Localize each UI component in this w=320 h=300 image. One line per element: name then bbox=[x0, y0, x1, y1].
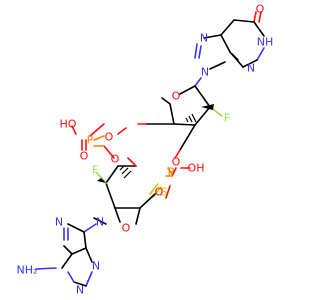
sulfur: S bbox=[161, 186, 168, 199]
nh-group: NH bbox=[257, 36, 274, 49]
phosphorus-1: P bbox=[87, 134, 94, 147]
stereo-bonds bbox=[97, 104, 214, 183]
p2-bridge-oxygen: O bbox=[155, 186, 164, 199]
molecule-structure: O NH N N N O F HO P O O O O P OH S O F O… bbox=[17, 3, 274, 297]
phosphate-1-bonds bbox=[71, 123, 127, 159]
pyrimidine-nitrogen-bottom-2: N bbox=[76, 284, 84, 297]
pyrimidine-nitrogen-top: N bbox=[247, 62, 255, 75]
fluorine-bottom: F bbox=[92, 164, 98, 177]
amino-group: NH₂ bbox=[17, 264, 38, 277]
bottom-sugar-bonds bbox=[93, 157, 156, 225]
imidazole-nitrogen-bottom: N bbox=[55, 216, 63, 229]
adenine-bonds bbox=[35, 223, 97, 287]
fluorine-top: F bbox=[224, 112, 230, 125]
p1-ring-oxygen: O bbox=[111, 153, 120, 166]
glycosidic-nitrogen-bottom: N bbox=[96, 216, 104, 229]
glycosidic-nitrogen-top: N bbox=[201, 66, 209, 79]
pyrimidine-nitrogen-bottom-1: N bbox=[92, 260, 100, 273]
hash-bond-bottom bbox=[119, 165, 132, 179]
ring-oxygen-bottom: O bbox=[122, 222, 131, 235]
p2-ester-oxygen: O bbox=[172, 156, 181, 169]
hypoxanthine-bonds bbox=[194, 11, 265, 70]
phosphorus-2: P bbox=[168, 166, 175, 179]
ring-oxygen-top: O bbox=[172, 90, 181, 103]
imidazole-nitrogen-top: N bbox=[200, 32, 208, 45]
hydroxyl-p2: OH bbox=[188, 162, 205, 175]
p1-double-oxygen: O bbox=[80, 150, 89, 163]
hash-bond-top bbox=[185, 113, 197, 123]
atom-labels: O NH N N N O F HO P O O O O P OH S O F O… bbox=[17, 3, 274, 297]
carbonyl-oxygen: O bbox=[256, 3, 265, 16]
p1-ester-oxygen: O bbox=[105, 131, 114, 144]
hydroxyl-p1: HO bbox=[60, 118, 77, 131]
